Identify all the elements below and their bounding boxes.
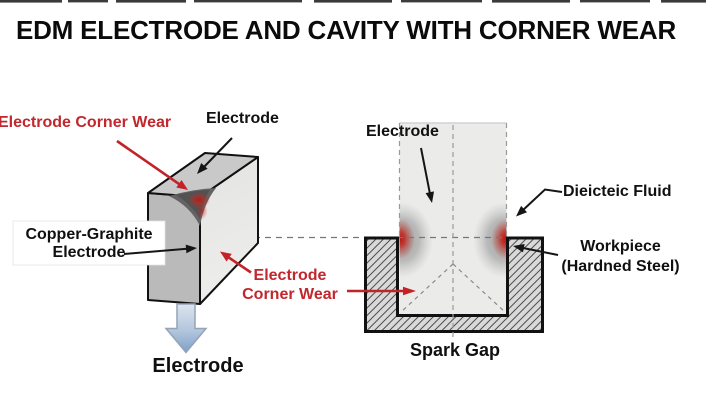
- label-electrode-corner-wear-center: Electrode Corner Wear: [233, 266, 347, 304]
- label-copper-graphite-line2: Electrode: [52, 244, 126, 261]
- label-electrode-right: Electrode: [366, 123, 439, 140]
- label-spark-gap: Spark Gap: [409, 340, 501, 360]
- label-workpiece-line2: (Hardned Steel): [561, 258, 680, 275]
- wear-blob-right: [473, 202, 507, 278]
- red-leader-arrows: [116, 139, 416, 296]
- page-title: EDM ELECTRODE AND CAVITY WITH CORNER WEA…: [15, 15, 677, 45]
- label-dielectric-fluid: Dieicteic Fluid: [563, 183, 672, 200]
- corner-wear-patch: [169, 188, 216, 226]
- label-corner-wear-center-line2: Corner Wear: [242, 286, 338, 303]
- wear-blob-left: [399, 202, 433, 278]
- label-corner-wear-center-line1: Electrode: [253, 267, 327, 284]
- top-edge-artifact: [0, 0, 706, 3]
- label-workpiece-line1: Workpiece: [580, 238, 661, 255]
- feed-direction-arrow: [164, 303, 208, 354]
- label-copper-graphite-line1: Copper-Graphite: [25, 226, 153, 243]
- label-electrode-corner-wear-top: Electrode Corner Wear: [0, 114, 172, 131]
- label-electrode-bottom: Electrode: [152, 355, 244, 377]
- label-electrode-top: Electrode: [206, 110, 279, 127]
- label-workpiece: Workpiece (Hardned Steel): [552, 237, 689, 277]
- black-leader-arrows: [123, 137, 563, 256]
- spark-gap-lines: [399, 125, 506, 339]
- label-backplate: [12, 220, 166, 266]
- label-copper-graphite-electrode: Copper-Graphite Electrode: [14, 226, 164, 262]
